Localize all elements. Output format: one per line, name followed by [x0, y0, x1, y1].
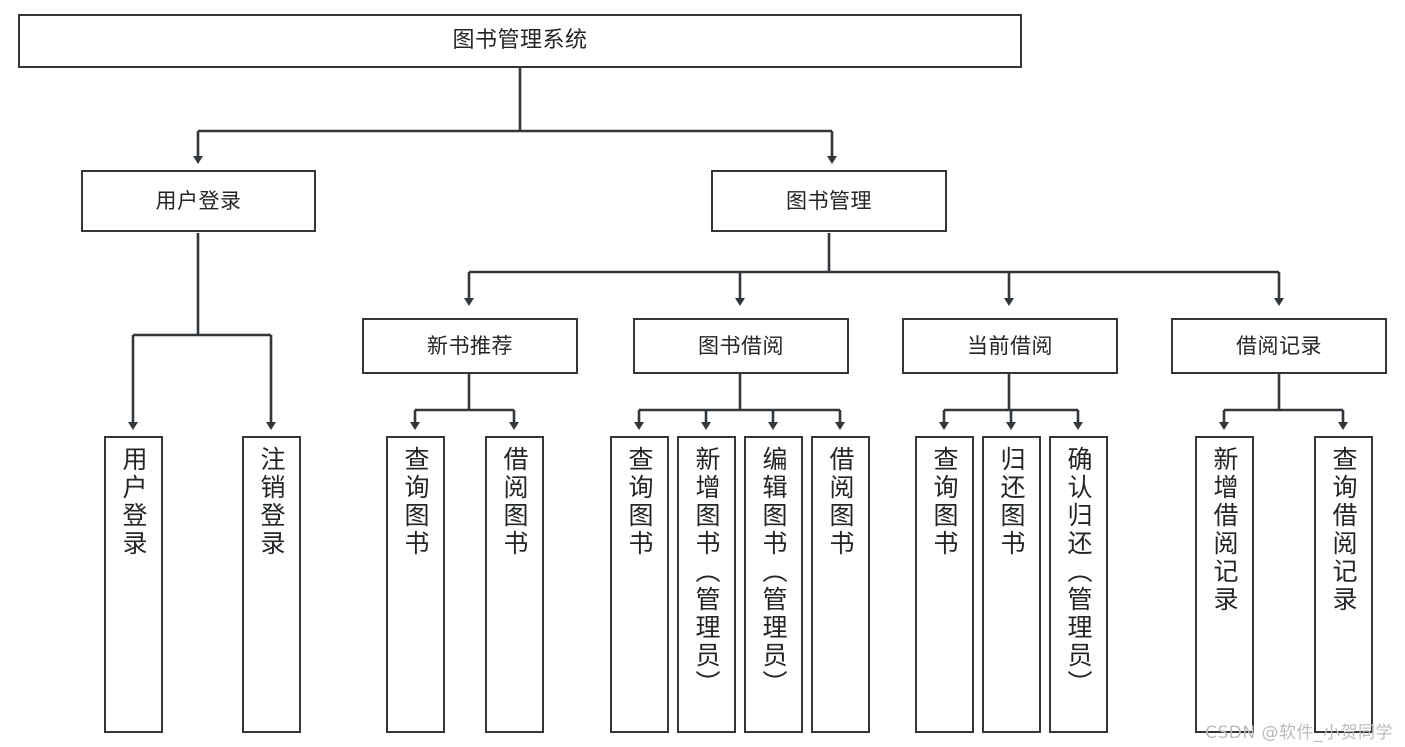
leaf-new-book-query-book[interactable]: 查询图书 [386, 436, 445, 733]
leaf-current-borrow-confirm-return-admin[interactable]: 确认归还（管理员） [1049, 436, 1108, 733]
leaf-current-borrow-return-book[interactable]: 归还图书 [982, 436, 1041, 733]
node-label: 确认归还（管理员） [1064, 446, 1093, 698]
leaf-book-borrow-add-book-admin[interactable]: 新增图书（管理员） [677, 436, 736, 733]
leaf-user-login-signout[interactable]: 注销登录 [242, 436, 301, 733]
node-user-login[interactable]: 用户登录 [81, 170, 316, 232]
node-label: 归还图书 [997, 446, 1026, 558]
node-label: 查询借阅记录 [1329, 446, 1358, 614]
node-borrow-record[interactable]: 借阅记录 [1171, 318, 1387, 374]
leaf-book-borrow-edit-book-admin[interactable]: 编辑图书（管理员） [744, 436, 803, 733]
leaf-new-book-borrow-book[interactable]: 借阅图书 [485, 436, 544, 733]
leaf-book-borrow-borrow-book[interactable]: 借阅图书 [811, 436, 870, 733]
leaf-borrow-record-add-record[interactable]: 新增借阅记录 [1195, 436, 1254, 733]
node-label: 编辑图书（管理员） [759, 446, 788, 698]
node-label: 注销登录 [257, 446, 286, 558]
node-label: 查询图书 [625, 446, 654, 558]
node-label: 图书管理系统 [452, 28, 588, 54]
leaf-book-borrow-query-book[interactable]: 查询图书 [610, 436, 669, 733]
node-label: 用户登录 [155, 188, 242, 213]
node-label: 当前借阅 [967, 333, 1053, 358]
node-book-borrow[interactable]: 图书借阅 [633, 318, 849, 374]
node-label: 查询图书 [930, 446, 959, 558]
node-label: 图书借阅 [698, 333, 784, 358]
node-label: 图书管理 [786, 188, 872, 213]
node-label: 新增图书（管理员） [692, 446, 721, 698]
leaf-borrow-record-query-record[interactable]: 查询借阅记录 [1314, 436, 1373, 733]
node-book-management[interactable]: 图书管理 [711, 170, 947, 232]
node-label: 借阅图书 [826, 446, 855, 558]
node-current-borrow[interactable]: 当前借阅 [902, 318, 1118, 374]
node-label: 借阅图书 [500, 446, 529, 558]
csdn-watermark: CSDN @软件_小贺同学 [1205, 723, 1393, 743]
node-new-book-recommend[interactable]: 新书推荐 [362, 318, 578, 374]
node-label: 新书推荐 [427, 333, 513, 358]
node-label: 新增借阅记录 [1210, 446, 1239, 614]
node-label: 用户登录 [119, 446, 148, 558]
node-root-book-management-system[interactable]: 图书管理系统 [18, 14, 1022, 68]
node-label: 查询图书 [401, 446, 430, 558]
leaf-user-login-signin[interactable]: 用户登录 [104, 436, 163, 733]
leaf-current-borrow-query-book[interactable]: 查询图书 [915, 436, 974, 733]
node-label: 借阅记录 [1236, 333, 1322, 358]
